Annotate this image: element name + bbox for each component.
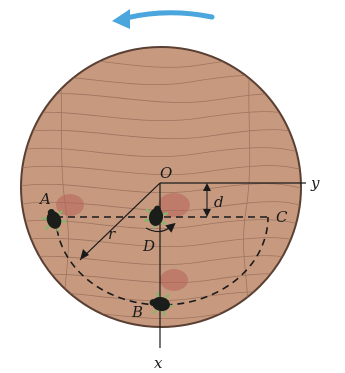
label-O: O [160, 164, 172, 182]
label-A: A [38, 190, 51, 208]
dimension-d [203, 183, 211, 217]
beetle-B-icon [149, 291, 173, 317]
label-C: C [276, 208, 288, 226]
beetle-D-spin-icon [145, 222, 176, 233]
beetle-D-icon [143, 205, 169, 229]
label-y: y [310, 174, 320, 192]
disk [20, 46, 302, 328]
label-d: d [214, 193, 224, 211]
label-x: x [154, 354, 163, 372]
label-D: D [142, 237, 155, 255]
radius-line [79, 182, 161, 261]
label-r: r [108, 225, 116, 243]
rotation-arrow-icon [112, 9, 215, 29]
label-B: B [131, 303, 143, 321]
radius-arrowhead [80, 249, 89, 260]
beetle-A-icon [41, 208, 67, 232]
dashed-path-semicircle [55, 216, 269, 306]
beetle-shadows [56, 193, 190, 291]
